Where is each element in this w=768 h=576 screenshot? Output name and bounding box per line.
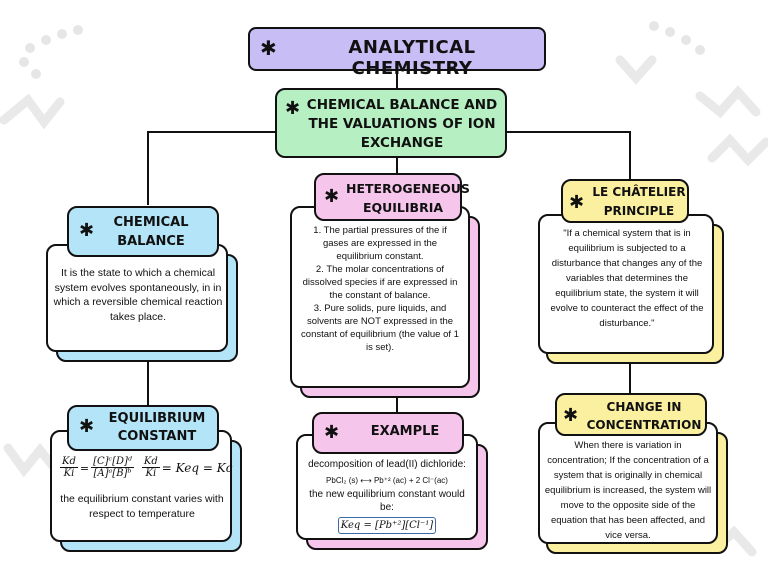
example-formula: Keq = [Pb⁺²][Cl⁻¹] bbox=[340, 520, 434, 531]
formula-numerator: Kd bbox=[141, 456, 160, 468]
star-icon: ✱ bbox=[324, 422, 340, 443]
heterogeneous-title: HETEROGENEOUS EQUILIBRIA bbox=[346, 181, 470, 215]
formula-numerator: [C]ᶜ[D]ᵈ bbox=[91, 456, 134, 468]
change-concentration-title: CHANGE IN CONCENTRATION bbox=[586, 400, 702, 432]
main-title: ANALYTICAL CHEMISTRY bbox=[348, 37, 476, 79]
star-icon: ✱ bbox=[324, 186, 340, 207]
example-line-2: the new equilibrium constant would be: bbox=[309, 489, 465, 513]
equilibrium-constant-text: the equilibrium constant varies with res… bbox=[60, 493, 224, 520]
example-line-1: decomposition of lead(II) dichloride: bbox=[308, 459, 466, 470]
subtitle-box: ✱ CHEMICAL BALANCE AND THE VALUATIONS OF… bbox=[275, 88, 507, 158]
example-reaction: PbCl₂ (s) ⟷ Pb⁺² (ac) + 2 Cl⁻(ac) bbox=[326, 476, 448, 485]
equilibrium-constant-formula: Kd Ki = [C]ᶜ[D]ᵈ [A]ᵃ[B]ᵇ Kd Ki = Keq = … bbox=[58, 456, 233, 479]
change-concentration-card bbox=[538, 422, 718, 544]
formula-fraction-concentrations: [C]ᶜ[D]ᵈ [A]ᵃ[B]ᵇ bbox=[91, 456, 134, 479]
heterogeneous-title-box: ✱ HETEROGENEOUS EQUILIBRIA bbox=[314, 173, 470, 221]
le-chatelier-title: LE CHÂTELIER PRINCIPLE bbox=[592, 185, 686, 218]
equilibrium-constant-title: EQUILIBRIUM CONSTANT bbox=[108, 411, 206, 444]
formula-keq-kc: = Keq = Kc bbox=[161, 461, 233, 475]
heterogeneous-list: 1. The partial pressures of the if gases… bbox=[294, 224, 466, 354]
chemical-balance-title-box: ✱ CHEMICAL BALANCE bbox=[67, 206, 219, 257]
formula-denominator: Ki bbox=[63, 468, 75, 479]
heterogeneous-item-3: 3. Pure solids, pure liquids, and solven… bbox=[301, 303, 459, 353]
heterogeneous-item-1: 1. The partial pressures of the if gases… bbox=[313, 225, 447, 262]
heterogeneous-card bbox=[290, 206, 470, 388]
formula-denominator: [A]ᵃ[B]ᵇ bbox=[93, 468, 132, 479]
heterogeneous-item-2: 2. The molar concentrations of dissolved… bbox=[302, 264, 458, 301]
chemical-balance-card bbox=[46, 244, 228, 352]
main-title-box: ✱ ANALYTICAL CHEMISTRY bbox=[248, 27, 546, 79]
formula-numerator: Kd bbox=[60, 456, 78, 468]
star-icon: ✱ bbox=[563, 405, 579, 426]
star-icon: ✱ bbox=[79, 220, 95, 241]
star-icon: ✱ bbox=[569, 192, 585, 213]
star-icon: ✱ bbox=[260, 36, 277, 60]
change-concentration-text: When there is variation in concentration… bbox=[544, 440, 712, 541]
star-icon: ✱ bbox=[285, 98, 301, 119]
formula-denominator: Ki bbox=[145, 468, 157, 479]
chemical-balance-title: CHEMICAL BALANCE bbox=[113, 215, 189, 249]
le-chatelier-title-box: ✱ LE CHÂTELIER PRINCIPLE bbox=[561, 179, 689, 223]
equilibrium-constant-title-box: ✱ EQUILIBRIUM CONSTANT bbox=[67, 405, 219, 451]
formula-fraction-kd-ki: Kd Ki bbox=[60, 456, 78, 479]
example-title-box: ✱ EXAMPLE bbox=[312, 412, 464, 454]
star-icon: ✱ bbox=[79, 416, 95, 437]
change-concentration-title-box: ✱ CHANGE IN CONCENTRATION bbox=[555, 393, 707, 436]
subtitle: CHEMICAL BALANCE AND THE VALUATIONS OF I… bbox=[306, 97, 498, 151]
example-formula-box: Keq = [Pb⁺²][Cl⁻¹] bbox=[338, 517, 436, 534]
le-chatelier-text: "If a chemical system that is in equilib… bbox=[550, 228, 704, 329]
formula-fraction-kd-ki-2: Kd Ki bbox=[141, 456, 160, 479]
chemical-balance-text: It is the state to which a chemical syst… bbox=[53, 267, 223, 323]
formula-equals: = bbox=[79, 462, 90, 475]
le-chatelier-card bbox=[538, 214, 714, 354]
example-title: EXAMPLE bbox=[370, 424, 440, 439]
